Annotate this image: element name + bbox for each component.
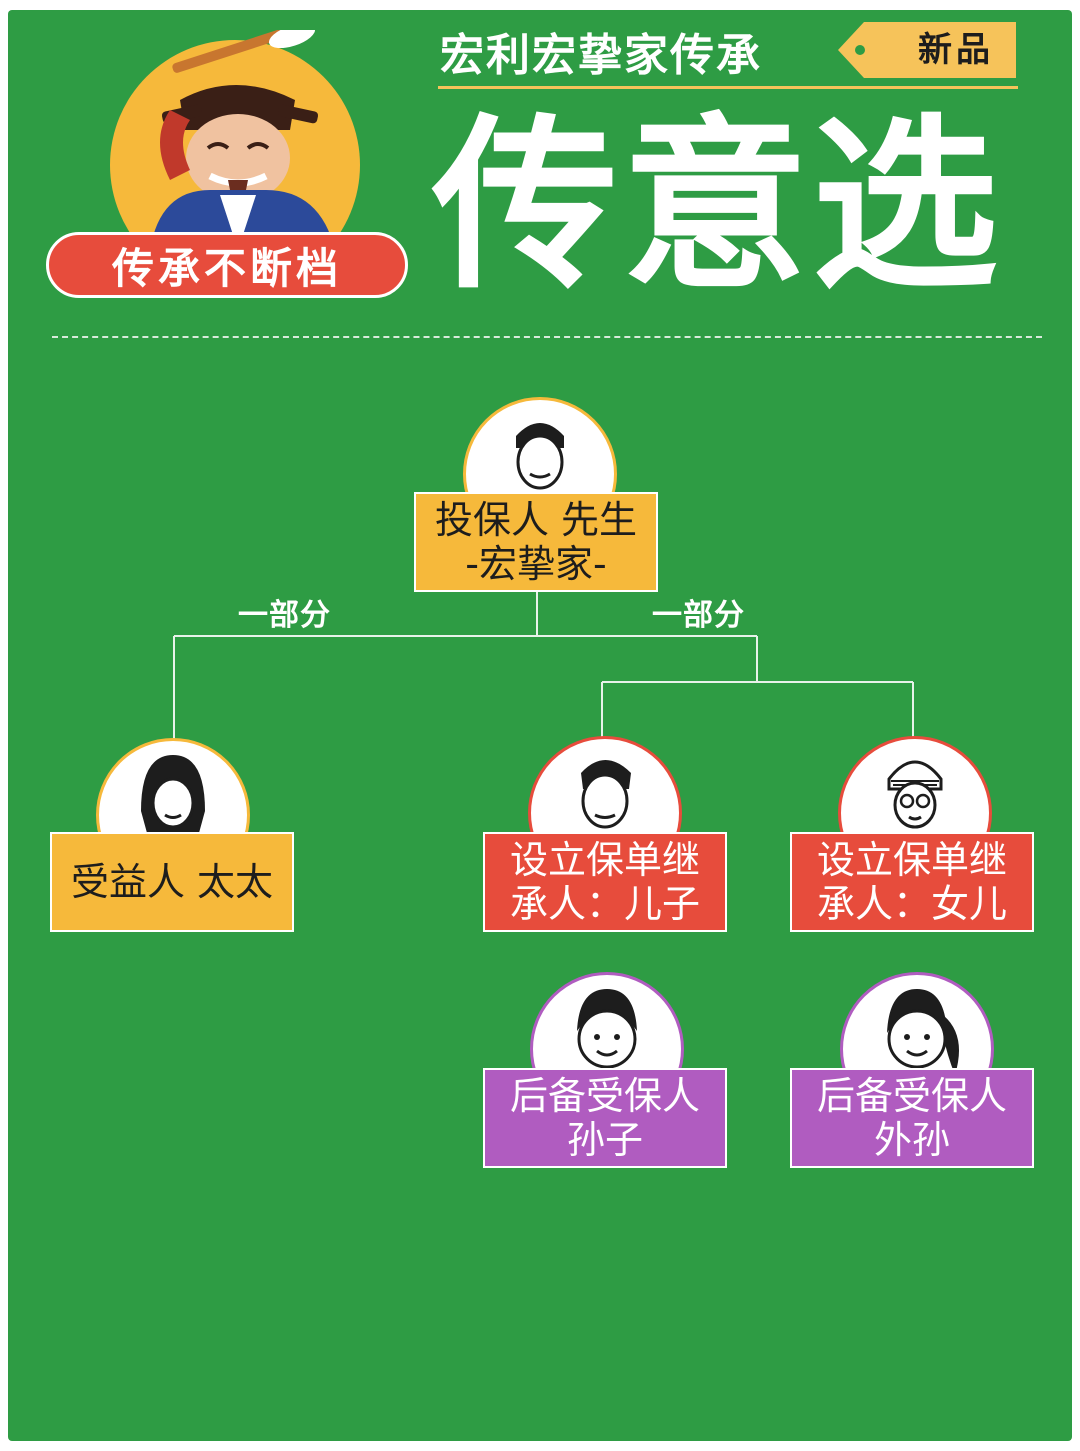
main-title: 传意选 — [432, 97, 1003, 314]
policyholder-product: -宏挚家- — [465, 542, 607, 586]
node-heir-son: 设立保单继 承人：儿子 — [483, 832, 727, 932]
edge-label-left: 一部分 — [238, 598, 331, 633]
node-heir-daughter: 设立保单继 承人：女儿 — [790, 832, 1034, 932]
header-badge: 传承不断档 — [46, 232, 408, 298]
node-backup-grandson: 后备受保人 孙子 — [483, 1068, 727, 1168]
edge-label-right: 一部分 — [652, 598, 745, 633]
backup-grandson-line1: 后备受保人 — [509, 1074, 700, 1118]
backup-grandchild-line1: 后备受保人 — [816, 1074, 1007, 1118]
beneficiary-title: 受益人 太太 — [70, 860, 274, 904]
header-subtitle: 宏利宏挚家传承 — [440, 30, 762, 81]
policyholder-title: 投保人 先生 — [434, 498, 638, 542]
heir-daughter-line1: 设立保单继 — [816, 838, 1007, 882]
heir-son-line1: 设立保单继 — [509, 838, 700, 882]
node-beneficiary: 受益人 太太 — [50, 832, 294, 932]
heir-son-line2: 承人：儿子 — [509, 882, 700, 926]
header-divider — [52, 336, 1042, 338]
node-policyholder: 投保人 先生 -宏挚家- — [414, 492, 658, 592]
tag-label: 新品 — [918, 30, 994, 70]
price-tag-icon — [838, 22, 1016, 78]
node-backup-grandchild-daughter-side: 后备受保人 外孙 — [790, 1068, 1034, 1168]
new-product-tag: 新品 — [838, 22, 1016, 78]
backup-grandson-line2: 孙子 — [566, 1118, 643, 1162]
backup-grandchild-line2: 外孙 — [873, 1118, 950, 1162]
heir-daughter-line2: 承人：女儿 — [816, 882, 1007, 926]
subtitle-underline — [438, 86, 1018, 89]
